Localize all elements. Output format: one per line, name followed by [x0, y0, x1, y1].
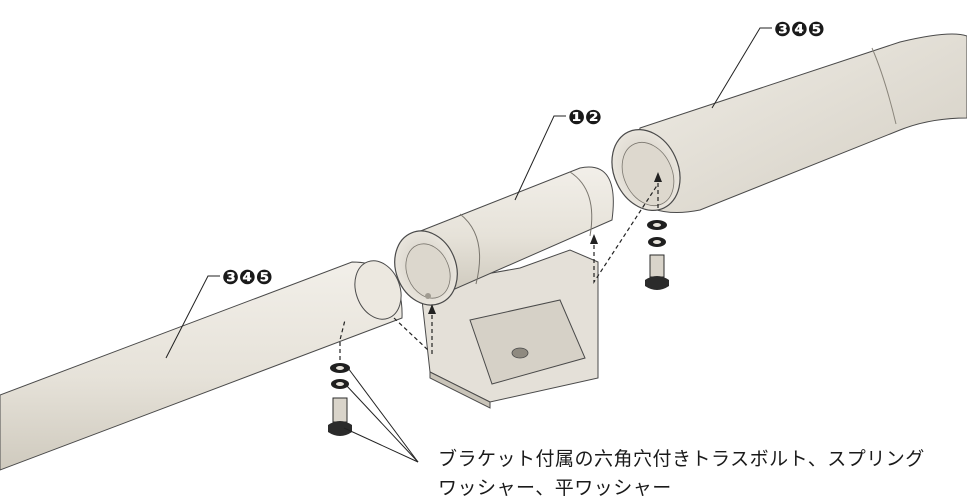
left-hardware — [328, 363, 352, 436]
bolt-shank — [649, 254, 665, 278]
right-hardware — [645, 220, 669, 290]
caption-leaders — [343, 367, 419, 463]
guide-arrowheads — [428, 172, 662, 314]
assembly-guides — [339, 176, 659, 360]
callout-label-center: ❶❷ — [568, 105, 602, 129]
center-sleeve — [394, 166, 614, 306]
bolt-head — [645, 276, 669, 290]
bracket-hole — [511, 347, 529, 359]
callout-center: ❶❷ — [514, 105, 602, 201]
caption-line-2: ワッシャー、平ワッシャー — [438, 477, 672, 499]
right-pipe — [611, 33, 967, 213]
bolt-head — [328, 421, 352, 436]
callout-label-top-right: ❸❹❺ — [774, 17, 825, 41]
callout-left: ❸❹❺ — [165, 265, 273, 359]
callout-label-left: ❸❹❺ — [222, 265, 273, 289]
caption-line-1: ブラケット付属の六角穴付きトラスボルト、スプリング — [438, 448, 925, 470]
left-pipe — [0, 260, 403, 471]
callout-top-right: ❸❹❺ — [711, 17, 825, 109]
bracket-base — [421, 249, 599, 409]
bolt-shank — [332, 397, 348, 423]
